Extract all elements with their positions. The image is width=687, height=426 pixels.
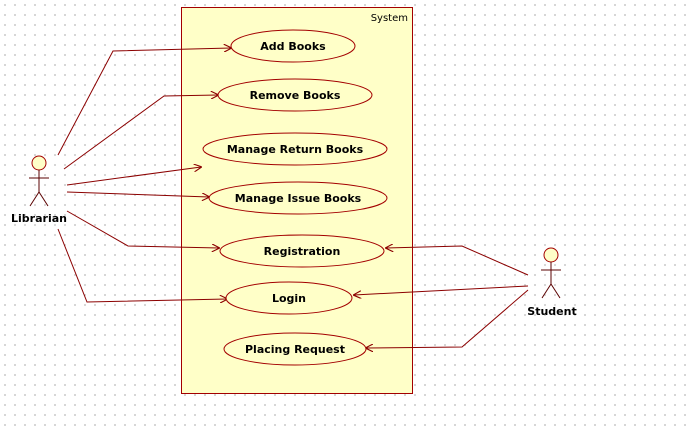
- actor-librarian-label: Librarian: [11, 212, 67, 225]
- student-stick-figure-icon: [541, 247, 561, 299]
- usecase-manage-issue-books[interactable]: Manage Issue Books: [208, 181, 388, 215]
- assoc-librarian-manage-issue-books[interactable]: [66, 191, 209, 197]
- usecase-manage-return-books[interactable]: Manage Return Books: [202, 132, 388, 166]
- assoc-student-login[interactable]: [354, 285, 529, 295]
- usecase-registration[interactable]: Registration: [219, 234, 385, 268]
- usecase-add-books[interactable]: Add Books: [230, 29, 356, 63]
- system-label: System: [371, 13, 408, 24]
- usecase-remove-books-label: Remove Books: [250, 89, 341, 102]
- usecase-login-label: Login: [272, 292, 306, 305]
- usecase-add-books-label: Add Books: [260, 40, 326, 53]
- usecase-placing-request-label: Placing Request: [245, 343, 345, 356]
- usecase-manage-return-books-label: Manage Return Books: [227, 143, 364, 156]
- actor-librarian[interactable]: Librarian: [11, 155, 67, 225]
- librarian-stick-figure-icon: [29, 155, 49, 207]
- assoc-librarian-manage-return-books[interactable]: [66, 167, 201, 186]
- assoc-librarian-add-books[interactable]: [57, 48, 231, 156]
- usecase-manage-issue-books-label: Manage Issue Books: [235, 192, 362, 205]
- assoc-librarian-remove-books[interactable]: [63, 95, 218, 170]
- usecase-placing-request[interactable]: Placing Request: [223, 332, 367, 366]
- actor-student-label: Student: [527, 305, 576, 318]
- usecase-login[interactable]: Login: [225, 281, 353, 315]
- assoc-librarian-registration[interactable]: [66, 210, 219, 248]
- usecase-registration-label: Registration: [264, 245, 341, 258]
- assoc-student-registration[interactable]: [386, 246, 529, 276]
- assoc-librarian-login[interactable]: [57, 228, 227, 302]
- usecase-remove-books[interactable]: Remove Books: [217, 78, 373, 112]
- assoc-student-placing-request[interactable]: [366, 289, 529, 348]
- actor-student[interactable]: Student: [527, 247, 577, 318]
